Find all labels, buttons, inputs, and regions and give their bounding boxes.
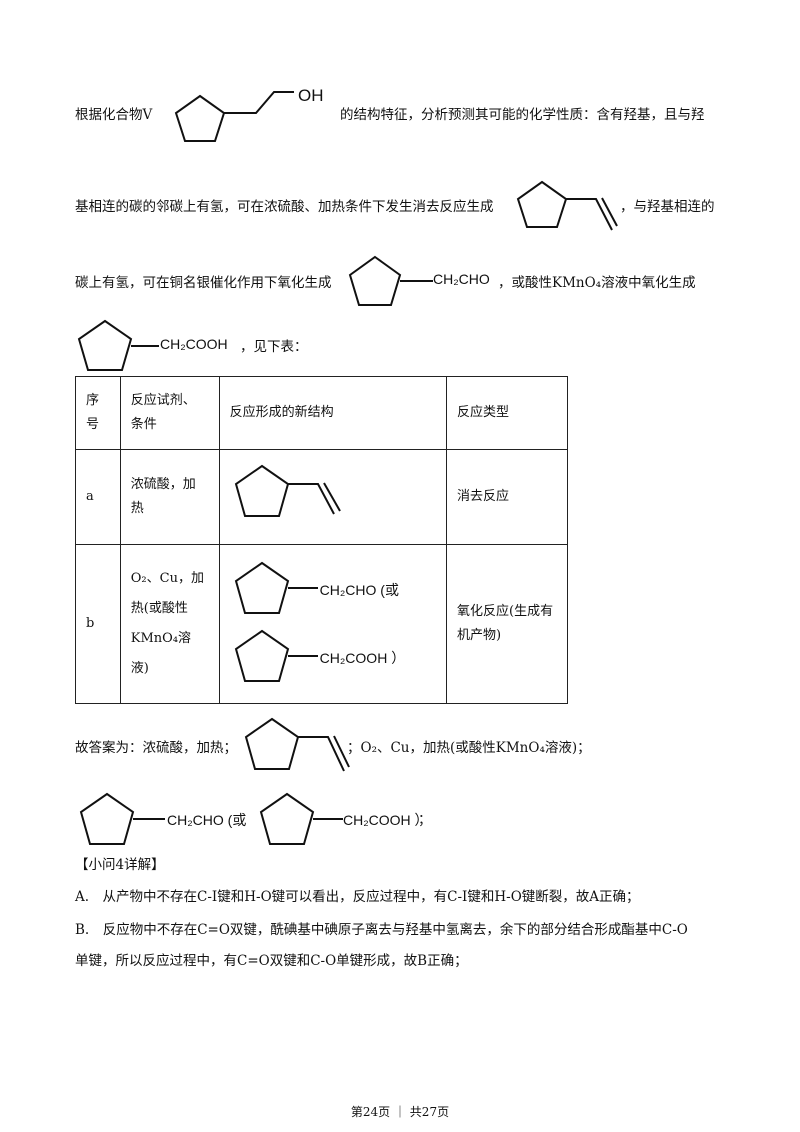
para2-text-1: 基相连的碳的邻碳上有氢，可在浓硫酸、加热条件下发生消去反应生成: [75, 199, 494, 215]
para1-text-2: 的结构特征，分析预测其可能的化学性质：含有羟基，且与羟: [340, 107, 705, 123]
para1-text-1: 根据化合物Ⅴ: [75, 107, 153, 123]
row-b-reagent: O₂、Cu，加热(或酸性KMnO₄溶液): [119, 544, 220, 704]
vinylcyclopentane-structure: [242, 715, 352, 777]
row-a-structure: [218, 449, 448, 545]
q4-option-b-line1: B. 反应物中不存在C=O双键，酰碘基中碘原子离去与羟基中氢离去，余下的部分结合…: [75, 922, 688, 938]
oh-label: OH: [298, 86, 324, 105]
ch2cooh-label: CH₂COOH: [160, 336, 228, 352]
page-footer: 第24页 ｜ 共27页: [350, 1105, 450, 1119]
cyclopentyl-acetaldehyde-structure: [234, 561, 318, 614]
q4-heading: 【小问4详解】: [75, 857, 165, 873]
para2-text-2: ，与羟基相连的: [620, 199, 715, 215]
header-structure: 反应形成的新结构: [218, 376, 448, 450]
ch2cooh-label: CH₂COOH ）: [343, 812, 429, 828]
header-type: 反应类型: [446, 376, 568, 450]
para3-text-2: ，或酸性KMnO₄溶液中氧化生成: [498, 275, 696, 291]
q4-option-a: A. 从产物中不存在C-I键和H-O键可以看出，反应过程中，有C-I键和H-O键…: [75, 889, 640, 905]
ch2cho-label: CH₂CHO (或: [167, 812, 247, 828]
ch2cho-label: CH₂CHO (或: [319, 582, 399, 598]
vinylcyclopentane-structure: [512, 178, 622, 238]
cyclopentyl-acetaldehyde-structure: CH₂CHO: [345, 253, 490, 313]
row-a-id: a: [75, 449, 121, 545]
row-a-reagent: 浓硫酸，加热: [119, 449, 220, 545]
vinylcyclopentane-structure: [234, 464, 341, 517]
q4-option-b-line2: 单键，所以反应过程中，有C=O双键和C-O单键形成，故B正确；: [75, 953, 468, 969]
answer-text-3: ；: [418, 812, 432, 828]
reaction-table: 序号 反应试剂、条件 反应形成的新结构 反应类型 a 浓硫酸，加热 消去反应 b…: [75, 376, 568, 704]
cyclopentyl-acetic-acid-structure: CH₂COOH ）: [255, 790, 429, 850]
cyclopentyl-acetic-acid-structure: [234, 629, 318, 682]
row-b-id: b: [75, 544, 121, 704]
table-row: a 浓硫酸，加热 消去反应: [75, 449, 568, 545]
ch2cooh-label: CH₂COOH ）: [319, 650, 406, 666]
row-a-type: 消去反应: [446, 449, 568, 545]
header-reagent: 反应试剂、条件: [119, 376, 220, 450]
cyclopentyl-acetic-acid-structure: CH₂COOH: [75, 318, 228, 376]
table-row: b O₂、Cu，加热(或酸性KMnO₄溶液) CH₂CHO (或 CH₂COOH…: [75, 544, 568, 704]
cyclopentyl-acetaldehyde-structure: CH₂CHO (或: [75, 790, 246, 850]
row-b-structure: CH₂CHO (或 CH₂COOH ）: [218, 544, 448, 704]
ch2cho-label: CH₂CHO: [433, 271, 490, 287]
table-header-row: 序号 反应试剂、条件 反应形成的新结构 反应类型: [75, 376, 568, 450]
header-seq: 序号: [75, 376, 121, 450]
cyclopentyl-ethanol-structure: OH: [162, 82, 337, 162]
row-b-type: 氧化反应(生成有机产物): [446, 544, 568, 704]
answer-text-2: ；O₂、Cu，加热(或酸性KMnO₄溶液)；: [347, 740, 591, 756]
answer-text-1: 故答案为：浓硫酸，加热；: [75, 740, 237, 756]
para4-text-2: ，见下表：: [240, 339, 308, 355]
para3-text-1: 碳上有氢，可在铜名银催化作用下氧化生成: [75, 275, 332, 291]
